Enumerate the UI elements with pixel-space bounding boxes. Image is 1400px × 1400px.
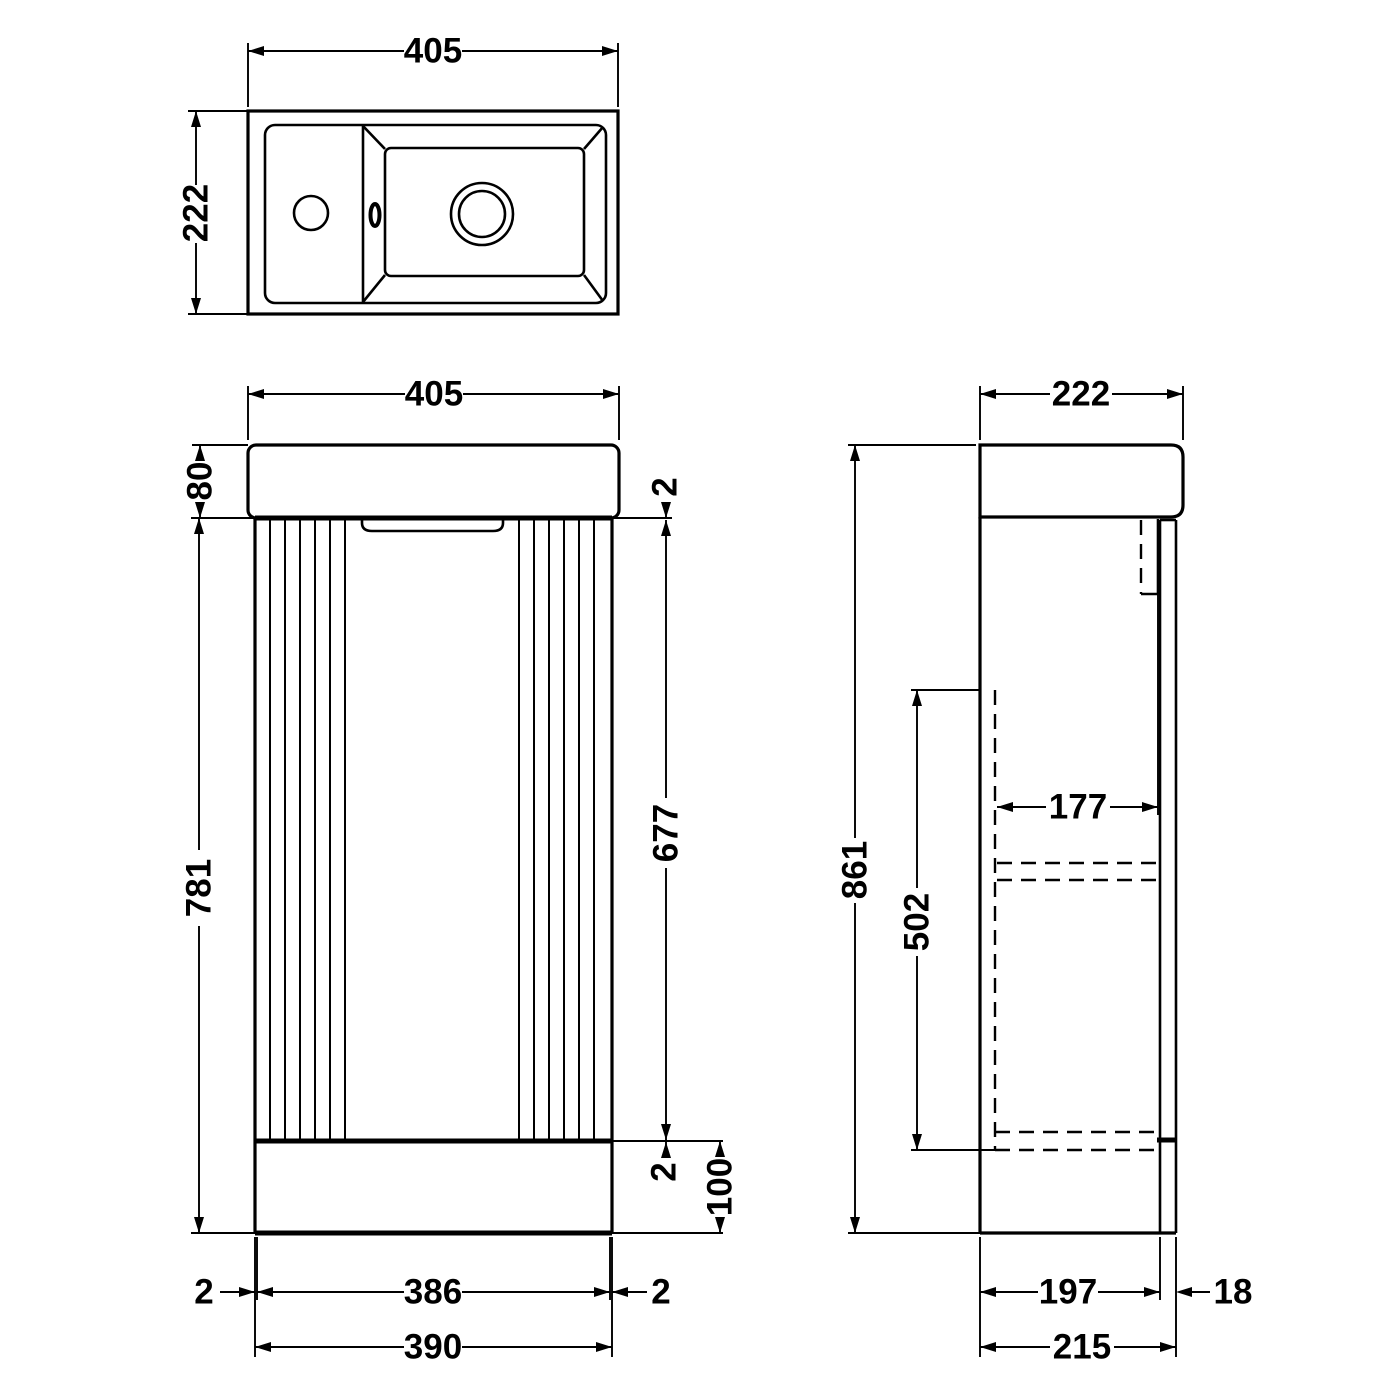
top-view: 405 222 <box>177 32 620 316</box>
dim-side-depth-label: 222 <box>1052 375 1110 414</box>
dim-left-gap-label: 2 <box>194 1273 213 1312</box>
dim-top-gap-label: 2 <box>646 477 685 496</box>
front-dim-width: 405 <box>247 375 620 440</box>
front-dim-bottom-gap: 2 <box>612 1140 723 1182</box>
dim-base-depth-label: 215 <box>1053 1328 1111 1367</box>
dim-base-width-label: 390 <box>404 1328 462 1367</box>
dim-internal-height-label: 502 <box>898 893 937 951</box>
side-dim-depth: 222 <box>979 375 1184 440</box>
hidden-interior-lines <box>993 690 1158 1152</box>
bowl-bottom-outline <box>383 146 586 278</box>
dim-right-gap-label: 2 <box>651 1273 670 1312</box>
waste-drain-inner <box>457 189 507 239</box>
handle-recess <box>360 519 505 533</box>
front-dim-top-gap: 2 <box>612 477 685 519</box>
bowl-bevel-bl <box>361 274 387 303</box>
front-dim-door-height: 677 <box>647 520 686 1140</box>
dim-front-width-label: 405 <box>405 375 463 414</box>
dim-carcass-depth-label: 197 <box>1039 1273 1097 1312</box>
dim-top-width-label: 405 <box>404 32 462 71</box>
basin-front-outline <box>246 443 621 520</box>
basin-side-outline <box>978 443 1185 519</box>
dim-total-height-label: 781 <box>180 859 219 917</box>
dim-bottom-gap-label: 2 <box>645 1162 684 1181</box>
bowl-bevel-tr <box>583 126 604 150</box>
bowl-bevel-br <box>582 274 605 302</box>
dim-side-height-label: 861 <box>836 841 875 899</box>
side-dim-bottom: 197 18 215 <box>979 1237 1253 1367</box>
overflow-slot <box>368 202 382 228</box>
dim-shelf-depth-label: 177 <box>1049 788 1107 827</box>
dim-door-thickness-label: 18 <box>1214 1273 1253 1312</box>
top-dim-depth: 222 <box>177 110 248 315</box>
front-dim-total-height: 781 <box>180 518 255 1234</box>
front-dim-plinth: 100 <box>612 1141 740 1234</box>
bowl-bevel-tl <box>362 125 386 150</box>
front-dim-bottom: 2 386 2 390 <box>194 1237 671 1367</box>
basin-deck-outline <box>263 123 608 305</box>
front-dim-basin-height: 80 <box>181 444 255 519</box>
side-dim-shelf-depth: 177 <box>997 788 1158 827</box>
front-view: 405 80 781 2 677 <box>180 375 740 1367</box>
hidden-handle-recess <box>1139 519 1160 596</box>
dim-door-width-label: 386 <box>404 1273 462 1312</box>
dim-door-height-label: 677 <box>647 804 686 862</box>
dim-basin-height-label: 80 <box>181 462 220 501</box>
tap-hole <box>292 194 330 232</box>
dim-top-depth-label: 222 <box>177 184 216 242</box>
dim-plinth-label: 100 <box>701 1158 740 1216</box>
fluted-door-lines <box>269 520 595 1141</box>
side-dim-internal-height: 502 <box>898 689 995 1151</box>
side-view: 222 861 502 177 <box>836 375 1253 1367</box>
basin-plan-outline <box>246 109 620 316</box>
top-dim-width: 405 <box>247 32 619 107</box>
side-dim-total-height: 861 <box>836 444 980 1234</box>
waste-drain-outer <box>449 181 515 247</box>
